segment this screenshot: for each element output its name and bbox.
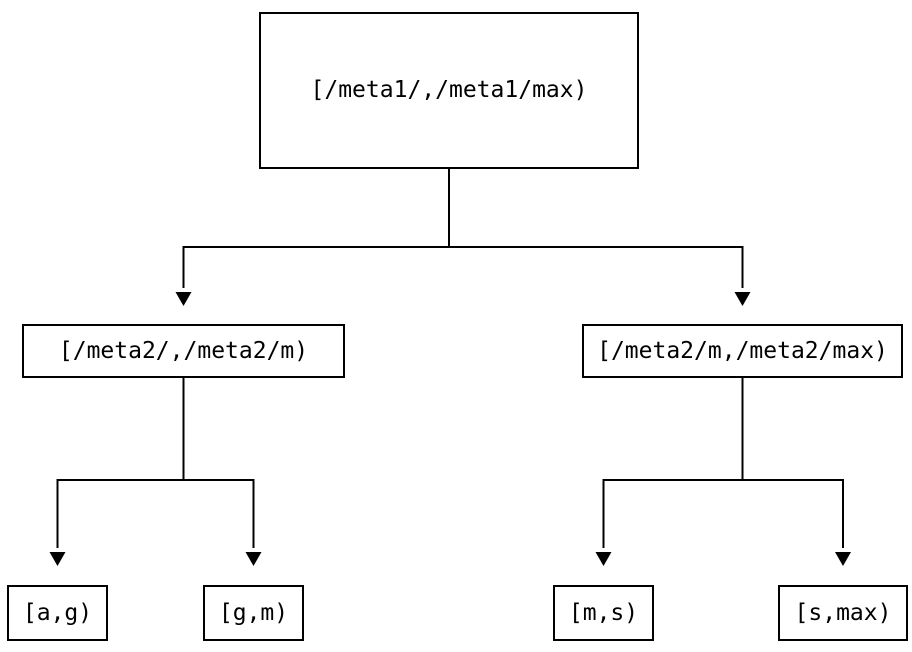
arrow-down-icon (175, 292, 192, 306)
node-leaf-m-s: [m,s) (553, 585, 654, 641)
node-meta2-right-interval: [/meta2/m,/meta2/max) (582, 324, 903, 378)
node-label: [/meta2/,/meta2/m) (58, 337, 309, 364)
node-leaf-s-max: [s,max) (778, 585, 908, 641)
arrow-down-icon (835, 552, 851, 566)
node-label: [s,max) (794, 599, 892, 626)
edge-right-subtree (595, 378, 851, 566)
arrow-down-icon (49, 552, 66, 566)
edge-root-to-level2 (175, 169, 751, 306)
arrow-down-icon (245, 552, 262, 566)
edge-left-subtree (49, 378, 262, 566)
node-label: [/meta1/,/meta1/max) (310, 77, 588, 103)
node-leaf-a-g: [a,g) (7, 585, 108, 641)
node-meta2-left-interval: [/meta2/,/meta2/m) (22, 324, 345, 378)
arrow-down-icon (595, 552, 612, 566)
node-label: [m,s) (568, 599, 639, 626)
node-root-interval: [/meta1/,/meta1/max) (259, 12, 639, 169)
arrow-down-icon (734, 292, 751, 306)
node-label: [/meta2/m,/meta2/max) (597, 337, 888, 364)
node-label: [g,m) (218, 599, 289, 626)
node-leaf-g-m: [g,m) (203, 585, 304, 641)
node-label: [a,g) (22, 599, 93, 626)
